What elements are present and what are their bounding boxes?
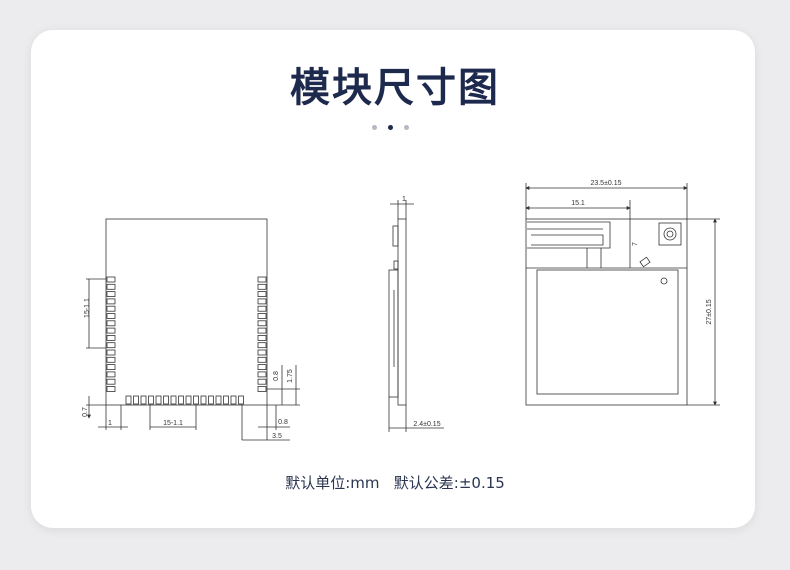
pad-left	[106, 371, 116, 378]
carousel-indicator	[372, 125, 412, 131]
dim-antenna-label: 15.1	[571, 200, 585, 207]
dim-bottom-pitch-label: 15-1.1	[163, 420, 183, 427]
pad-left	[106, 276, 116, 283]
pad-right	[257, 313, 267, 319]
dim-right-35-label: 3.5	[272, 433, 282, 440]
pad-right	[257, 334, 267, 341]
pad-bottom	[238, 395, 244, 405]
carousel-dot-3[interactable]	[404, 125, 409, 130]
pad-bottom	[163, 395, 169, 405]
pad-right	[257, 291, 267, 298]
pad-bottom	[200, 395, 207, 405]
pad-bottom	[193, 395, 199, 405]
pad-left	[106, 364, 116, 371]
pad-left	[106, 291, 116, 298]
pad-left	[106, 313, 116, 319]
side-shield	[388, 269, 399, 398]
shield-can	[536, 269, 679, 395]
pad-right	[257, 364, 267, 371]
dim-side-thickness-label: 2.4±0.15	[413, 421, 440, 428]
pad-bottom	[208, 395, 214, 405]
pad-right	[257, 349, 267, 356]
pad-left	[106, 342, 116, 349]
pad-left	[106, 298, 116, 305]
dim-right-08-horizontal-label: 0.8	[278, 419, 288, 426]
pad-bottom	[215, 395, 222, 405]
pad-left	[106, 283, 116, 290]
pad-right	[257, 283, 267, 290]
pcb-antenna-trace	[527, 221, 611, 249]
top-view: 23.5±0.15 15.1 27±0.15 7	[525, 180, 720, 406]
pad-left	[106, 386, 116, 392]
pad-bottom	[185, 395, 192, 405]
pad-bottom	[148, 395, 154, 405]
tolerance-note: 默认公差:±0.15	[393, 474, 505, 492]
pad-bottom	[133, 395, 139, 405]
page-title: 模块尺寸图	[290, 65, 500, 111]
pad-bottom	[223, 395, 229, 405]
pad-right	[257, 276, 267, 283]
carousel-dot-2[interactable]	[388, 125, 393, 130]
pad-right	[257, 356, 267, 363]
dim-bottom-first-label: 1	[108, 420, 112, 427]
pad-right	[257, 378, 267, 385]
pad-bottom	[140, 395, 147, 405]
pad-right	[257, 298, 267, 305]
dim-side-top-label: 1	[402, 196, 406, 203]
pad-bottom	[125, 395, 132, 405]
front-view: 15-1.1 0.7 1 15-1.1 0.8 1.75 0.8 3.5	[82, 218, 300, 441]
pad-right	[257, 386, 267, 392]
dim-antenna-depth-label: 7	[632, 242, 639, 246]
pad-bottom	[178, 395, 184, 405]
pad-left	[106, 334, 116, 341]
pad-left	[106, 320, 116, 327]
pad-bottom	[155, 395, 162, 405]
pad-right	[257, 371, 267, 378]
top-pcb-outline	[525, 218, 688, 406]
side-view: 1 2.4±0.15	[388, 196, 444, 432]
dim-left-bottom-label: 0.7	[82, 407, 89, 417]
dim-height-label: 27±0.15	[706, 299, 713, 324]
pad-right	[257, 305, 267, 312]
side-pcb	[397, 218, 407, 406]
pad-left	[106, 327, 116, 334]
ipex-connector	[658, 222, 682, 246]
module-pads	[106, 276, 267, 405]
module-outline	[105, 218, 268, 406]
dim-width-label: 23.5±0.15	[590, 180, 621, 187]
pad-left	[106, 378, 116, 385]
pad-left	[106, 356, 116, 363]
dim-right-08-vertical-label: 0.8	[273, 371, 280, 381]
pad-left	[106, 305, 116, 312]
pad-right	[257, 342, 267, 349]
footer-note: 默认单位:mm 默认公差:±0.15	[0, 472, 790, 493]
pad-bottom	[230, 395, 237, 405]
unit-note: 默认单位:mm	[285, 474, 380, 492]
carousel-dot-1[interactable]	[372, 125, 377, 130]
side-connector	[392, 225, 399, 247]
dim-right-175-label: 1.75	[287, 369, 294, 383]
pad-right	[257, 320, 267, 327]
content-card	[31, 30, 755, 528]
dim-left-pitch-label: 15-1.1	[84, 298, 91, 318]
pad-right	[257, 327, 267, 334]
pad-left	[106, 349, 116, 356]
pad-bottom	[170, 395, 177, 405]
